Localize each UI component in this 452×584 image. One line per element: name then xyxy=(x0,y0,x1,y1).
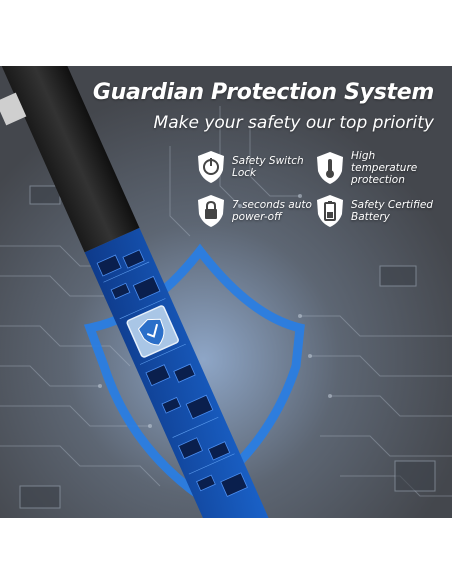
circuit-background xyxy=(0,66,452,518)
shield-outline xyxy=(83,243,305,502)
thermometer-icon xyxy=(317,152,343,184)
feature-high-temperature-protection: High temperature protection xyxy=(315,150,433,186)
page-title: Guardian Protection System xyxy=(92,80,434,105)
power-icon xyxy=(198,151,224,183)
feature-safety-switch-lock: Safety Switch Lock xyxy=(196,150,314,184)
battery-icon xyxy=(317,195,343,227)
feature-label: High temperature protection xyxy=(351,150,418,186)
feature-label: 7 seconds auto power-off xyxy=(232,199,312,223)
lock-icon xyxy=(198,195,224,227)
product-banner: Guardian Protection System Make your saf… xyxy=(0,66,452,518)
feature-label: Safety Switch Lock xyxy=(232,155,304,179)
feature-safety-certified-battery: Safety Certified Battery xyxy=(315,194,433,228)
feature-label: Safety Certified Battery xyxy=(351,199,433,223)
feature-auto-power-off: 7 seconds auto power-off xyxy=(196,194,314,228)
page-subtitle: Make your safety our top priority xyxy=(153,113,434,133)
